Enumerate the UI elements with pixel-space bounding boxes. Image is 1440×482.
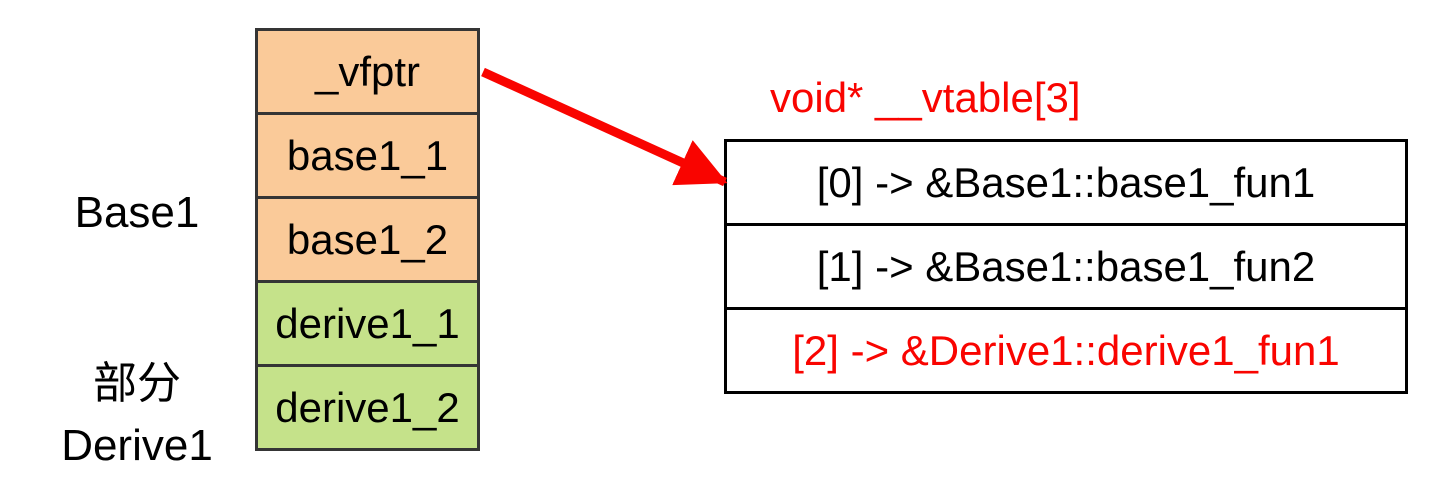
- base1-group-label: Base1 部分: [22, 70, 252, 482]
- mem-cell-derive1-1: derive1_1: [255, 280, 480, 367]
- derive1-group-label: Derive1 特有: [22, 303, 252, 482]
- vtable-title: void* __vtable[3]: [770, 74, 1081, 121]
- mem-cell-vfptr: _vfptr: [255, 28, 480, 115]
- vtable-entry-2: [2] -> &Derive1::derive1_fun1: [724, 307, 1408, 394]
- mem-cell-base1-1: base1_1: [255, 112, 480, 199]
- base1-group-label-line2: 部分: [93, 359, 181, 408]
- vtable-entry-1: [1] -> &Base1::base1_fun2: [724, 223, 1408, 310]
- base1-group-label-line1: Base1: [74, 188, 200, 237]
- mem-cell-derive1-2: derive1_2: [255, 364, 480, 451]
- vtable: [0] -> &Base1::base1_fun1 [1] -> &Base1:…: [724, 139, 1408, 394]
- derive1-group-label-line1: Derive1: [61, 421, 213, 470]
- vtable-entry-0: [0] -> &Base1::base1_fun1: [724, 139, 1408, 226]
- mem-cell-base1-2: base1_2: [255, 196, 480, 283]
- object-memory-layout: _vfptr base1_1 base1_2 derive1_1 derive1…: [255, 28, 480, 451]
